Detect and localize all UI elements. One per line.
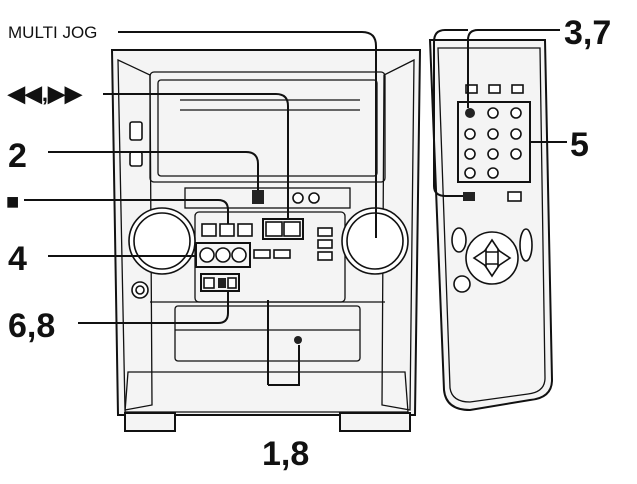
label-2: 2	[8, 137, 27, 175]
display-button[interactable]	[252, 190, 264, 204]
callout-line-stop	[24, 199, 229, 224]
control-key[interactable]	[201, 223, 217, 237]
function-key[interactable]	[215, 247, 231, 263]
function-key[interactable]	[199, 247, 215, 263]
top-bezel	[149, 71, 386, 183]
right-foot	[339, 412, 411, 432]
callout-line-3-7-bottom	[433, 29, 468, 197]
remote-button[interactable]	[463, 192, 475, 201]
cabinet-left-side	[117, 58, 153, 411]
dpad-left-icon[interactable]	[472, 248, 487, 268]
dpad-down-icon[interactable]	[482, 263, 502, 278]
side-button[interactable]	[129, 151, 143, 167]
control-key[interactable]	[237, 223, 253, 237]
function-key[interactable]	[231, 247, 247, 263]
remote-key[interactable]	[487, 128, 499, 140]
remote-inner-outline	[437, 47, 546, 403]
remote-control	[428, 39, 554, 412]
dpad-right-icon[interactable]	[497, 248, 512, 268]
remote-key[interactable]	[487, 167, 499, 179]
panel-key[interactable]	[317, 227, 333, 237]
callout-line-1-8	[267, 300, 300, 386]
skip-back-button[interactable]	[265, 221, 283, 237]
small-key[interactable]	[218, 278, 226, 288]
remote-key[interactable]	[464, 167, 476, 179]
remote-key[interactable]	[487, 107, 499, 119]
panel-slot	[253, 249, 271, 259]
label-6-8: 6,8	[8, 307, 55, 345]
callout-line-6-8	[78, 291, 229, 324]
skip-forward-button[interactable]	[283, 221, 301, 237]
remote-side-button[interactable]	[451, 227, 467, 253]
remote-key[interactable]	[510, 107, 522, 119]
tray-button[interactable]	[294, 336, 302, 344]
callout-line-2	[48, 151, 259, 190]
stop-button[interactable]	[219, 223, 235, 237]
label-4: 4	[8, 240, 27, 278]
panel-key[interactable]	[317, 239, 333, 249]
remote-round-button[interactable]	[453, 275, 471, 293]
remote-top-button[interactable]	[488, 84, 501, 94]
side-button[interactable]	[129, 121, 143, 141]
cabinet-right-side	[381, 58, 415, 411]
small-key[interactable]	[203, 277, 215, 289]
display-knob[interactable]	[308, 192, 320, 204]
callout-line-skip	[103, 93, 289, 220]
remote-key[interactable]	[465, 108, 475, 118]
remote-dpad[interactable]	[465, 231, 519, 285]
remote-key[interactable]	[487, 148, 499, 160]
callout-labels: MULTI JOG ◀◀,▶▶ 2 ■ 4 6,8 3,7 5 1,8	[6, 14, 611, 473]
remote-top-button[interactable]	[465, 84, 478, 94]
label-multi-jog: MULTI JOG	[8, 23, 97, 42]
headphone-jack-inner	[135, 285, 145, 295]
callout-line-multi-jog	[118, 31, 377, 238]
left-foot	[124, 412, 176, 432]
display-window	[184, 187, 351, 209]
remote-key[interactable]	[464, 128, 476, 140]
remote-button[interactable]	[507, 191, 522, 202]
label-3-7: 3,7	[564, 14, 611, 52]
remote-key[interactable]	[510, 148, 522, 160]
callout-lines	[24, 29, 567, 386]
remote-key[interactable]	[464, 148, 476, 160]
left-knob[interactable]	[133, 212, 191, 270]
dpad-up-icon[interactable]	[482, 238, 502, 253]
small-key[interactable]	[227, 277, 237, 289]
callout-line-3-7-top	[467, 29, 560, 108]
display-knob[interactable]	[292, 192, 304, 204]
remote-key[interactable]	[510, 128, 522, 140]
panel-key[interactable]	[317, 251, 333, 261]
panel-slot	[273, 249, 291, 259]
remote-top-button[interactable]	[511, 84, 524, 94]
stereo-unit	[110, 49, 422, 432]
remote-side-button[interactable]	[519, 228, 533, 262]
small-keys-highlight	[200, 273, 240, 292]
label-stop: ■	[6, 189, 19, 214]
skip-buttons-highlight	[262, 218, 304, 240]
label-5: 5	[570, 126, 589, 164]
label-1-8: 1,8	[262, 435, 309, 473]
label-skip: ◀◀,▶▶	[7, 81, 83, 106]
